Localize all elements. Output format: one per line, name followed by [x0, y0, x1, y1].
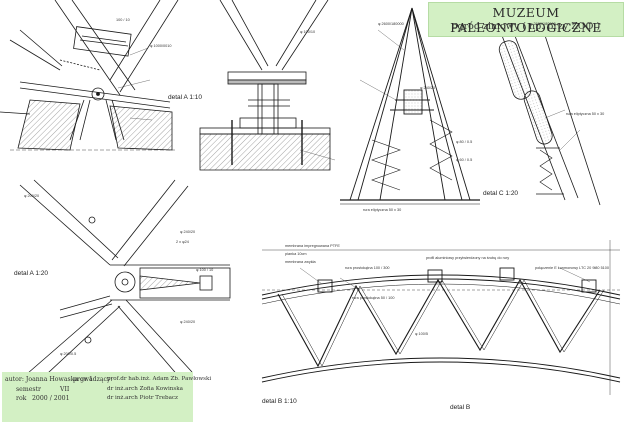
note-phi-1000: φ 1000/0010 [150, 44, 172, 48]
note-100-10: 100 / 10 [116, 18, 130, 22]
detail-top-left [0, 0, 179, 151]
note-rura-eliptyczna-side: rura eliptyczna 50 x 30 [566, 112, 605, 116]
note-phi-2600: φ 2600/180000 [378, 22, 404, 26]
credit-year-label: rok [16, 395, 27, 402]
detail-c-side [495, 17, 601, 206]
detail-b-truss [261, 240, 621, 395]
note-phi-240-20: φ 240/20 [180, 230, 196, 234]
note-pianka: pianka 10cm [285, 252, 307, 256]
note-polaczenie: połączenie E konmonowy LTC 20 9ł80 5100 [535, 266, 610, 270]
credit-supervisor-2: dr inż.arch Zofia Kowinska [107, 386, 183, 392]
page-subtitle: ogród zimowy ( np. przy ZOO ) [451, 21, 601, 32]
credit-semester-value: VII [60, 386, 70, 393]
note-rura-eliptyczna: rura eliptyczna 50 x 30 [363, 208, 402, 212]
detail-a-1-10 [199, 0, 331, 171]
credit-semester-label: semestr [16, 386, 41, 393]
note-phi-240: φ 240/20 [420, 86, 436, 90]
title-block: MUZEUM PALEONTOLOGICZNE ogród zimowy ( n… [428, 2, 624, 37]
note-rura-100-300: rura prostokątna 100 / 300 [345, 266, 390, 270]
note-profil: profil aluminiowy przytwierdzony na śrub… [426, 256, 510, 260]
note-2x-phi24: 2 x φ24 [176, 240, 189, 244]
credit-year-value: 2000 / 2001 [32, 395, 70, 402]
credits-block: autor: Joanna Howaska gr 1 semestr VII r… [2, 372, 211, 422]
note-phi-100-5: φ 100/5 [415, 332, 429, 336]
credit-supervisors-label: prowadzący: [73, 376, 113, 383]
detail-a-1-20 [19, 179, 231, 387]
credit-supervisor-1: prof.dr hab.inż. Adam Zb. Pawłowski [107, 376, 212, 382]
note-phi-240-b: φ 240/20 [180, 320, 196, 324]
note-phi-200-20: φ 200/20 [24, 194, 40, 198]
label-detail-c-1-20: detal C 1:20 [483, 190, 519, 197]
label-detail-a-1-20: detal A 1:20 [14, 270, 48, 277]
leader-lines [117, 29, 591, 291]
note-phi-100-10-b: φ 100/10 [300, 30, 316, 34]
credit-author: autor: Joanna Howaska gr 1 [5, 376, 93, 383]
note-rura-50-100: rura prostokątna 50 / 100 [352, 296, 395, 300]
label-detail-a-1-10: detal A 1:10 [168, 94, 202, 101]
note-phi-2600-b: φ 2600/180000 [530, 22, 556, 26]
note-phi-60: φ 60 / 0.5 [456, 158, 473, 162]
page-title: MUZEUM PALEONTOLOGICZNE [450, 5, 602, 35]
label-detail-b-1-10: detal B 1:10 [262, 398, 297, 405]
label-detail-b: detal B [450, 404, 471, 411]
note-phi-100-10: φ 100 / 10 [196, 268, 214, 272]
credit-supervisor-3: dr inż.arch Piotr Trebacz [107, 395, 179, 401]
detail-c-tower [340, 7, 480, 205]
note-phi-80: φ 80 / 0.5 [456, 140, 473, 144]
note-membrana: membrana impregnowana PTFE [285, 244, 340, 248]
note-membrana-zwykla: membrana zwykła [285, 260, 316, 264]
note-phi-200-5: φ 200/0.5 [60, 352, 77, 356]
